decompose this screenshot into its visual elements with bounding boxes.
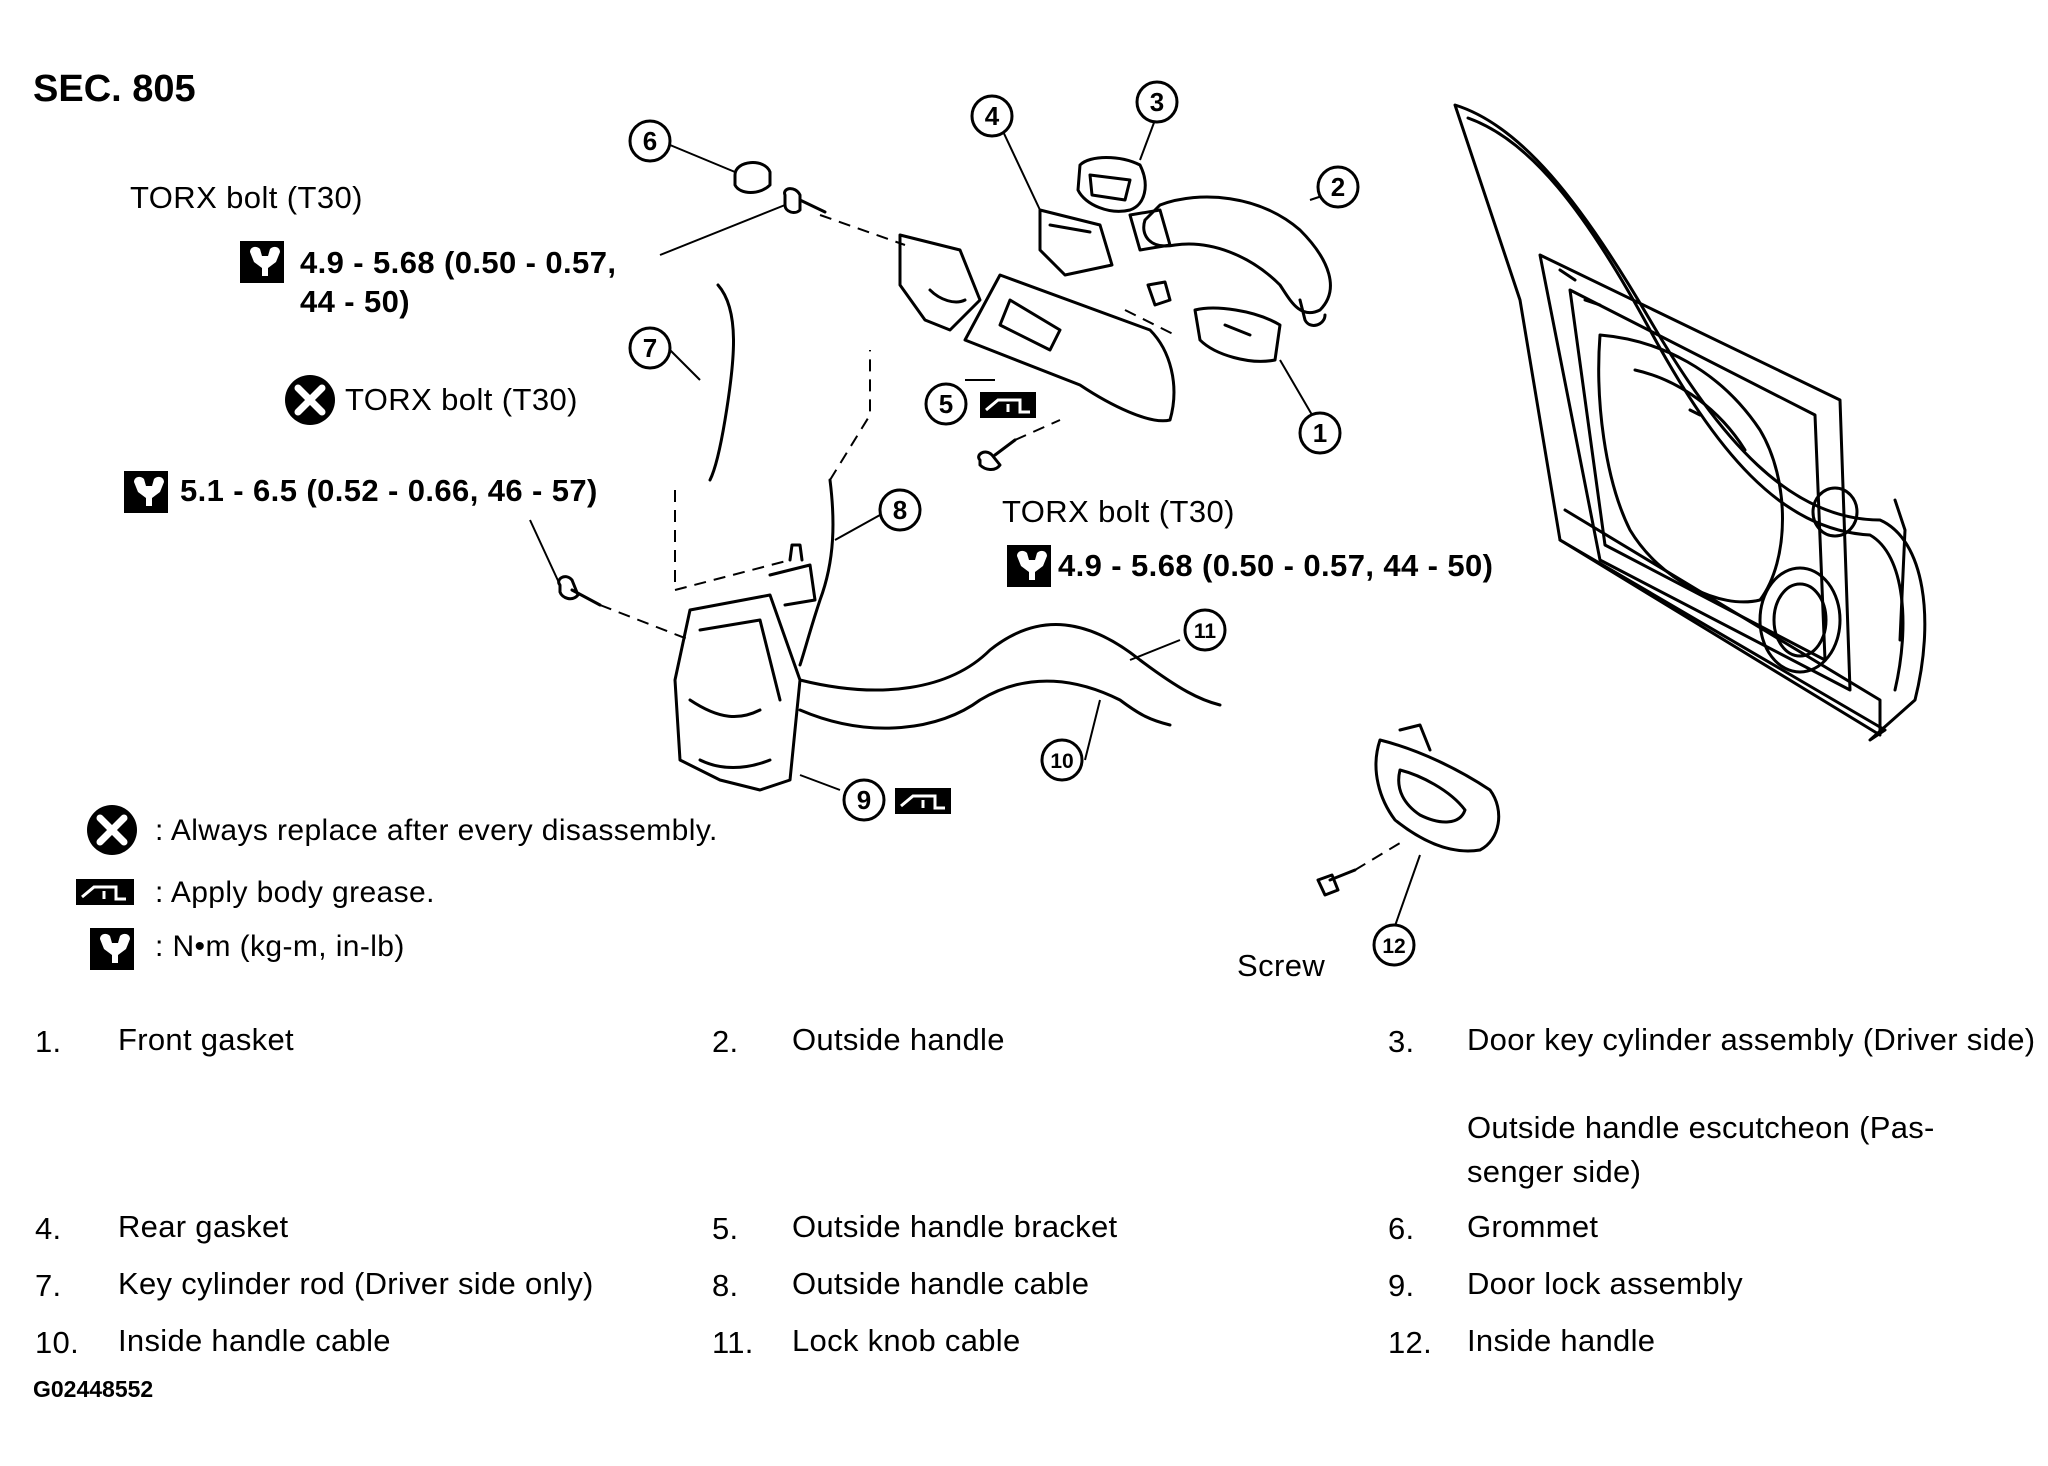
- part-6-number: 6.: [1388, 1211, 1415, 1246]
- part-number-12: 12: [1382, 935, 1405, 958]
- torque-lower-label: 5.1 - 6.5 (0.52 - 0.66, 46 - 57): [180, 473, 598, 508]
- replace-icon: [87, 805, 137, 855]
- torx-bolt-middle-label: TORX bolt (T30): [345, 382, 578, 417]
- door-lock-assembly: [673, 543, 817, 792]
- leader-3: [1139, 119, 1156, 161]
- leader-torque-upper: [659, 204, 786, 256]
- part-number-4: 4: [985, 101, 1000, 131]
- part-5-name: Outside handle bracket: [792, 1209, 1118, 1244]
- part-4-name: Rear gasket: [118, 1209, 289, 1244]
- part-number-1: 1: [1313, 418, 1327, 448]
- legend-torque-text: : N•m (kg-m, in-lb): [155, 930, 405, 963]
- front-gasket: [1193, 306, 1282, 363]
- part-11-number: 11.: [712, 1325, 754, 1360]
- part-1-number: 1.: [35, 1024, 62, 1059]
- part-3-name-alt: Outside handle escutcheon (Pas-senger si…: [1467, 1110, 1935, 1189]
- grease-icon: [980, 392, 1036, 418]
- part-7-name: Key cylinder rod (Driver side only): [118, 1266, 594, 1301]
- leader-1: [1279, 359, 1316, 421]
- key-cylinder: [1076, 156, 1147, 213]
- part-number-5: 5: [939, 389, 953, 419]
- part-number-11: 11: [1194, 620, 1217, 643]
- part-12-number: 12.: [1388, 1325, 1432, 1360]
- leader-8: [834, 514, 881, 541]
- grease-icon: [895, 788, 951, 814]
- part-number-2: 2: [1331, 172, 1345, 202]
- grease-icon: [76, 879, 134, 905]
- key-cylinder-rod: [708, 283, 735, 482]
- torx-bolt-upper: [783, 187, 827, 214]
- part-number-7: 7: [643, 333, 657, 363]
- part-7-number: 7.: [35, 1268, 62, 1303]
- part-8-name: Outside handle cable: [792, 1266, 1090, 1301]
- part-2-name: Outside handle: [792, 1022, 1005, 1057]
- part-9-name: Door lock assembly: [1467, 1266, 1743, 1301]
- legend-replace-text: : Always replace after every disassembly…: [155, 814, 718, 847]
- part-number-6: 6: [643, 126, 657, 156]
- bracket-bolt: [1146, 280, 1172, 307]
- torque-wrench-icon: [90, 928, 134, 970]
- part-number-10: 10: [1050, 750, 1073, 773]
- torque-upper-line1: 4.9 - 5.68 (0.50 - 0.57,: [300, 245, 617, 280]
- leader-4: [999, 124, 1041, 211]
- part-3-number: 3.: [1388, 1024, 1415, 1059]
- torx-bolt-lower: [557, 575, 602, 607]
- part-9-number: 9.: [1388, 1268, 1415, 1303]
- inside-handle: [1374, 723, 1501, 853]
- part-number-3: 3: [1150, 87, 1164, 117]
- section-label: SEC. 805: [33, 68, 196, 110]
- grommet: [733, 161, 772, 194]
- torque-wrench-icon: [124, 471, 168, 513]
- figure-code: G02448552: [33, 1376, 154, 1402]
- torx-bolt-right-label: TORX bolt (T30): [1002, 494, 1235, 529]
- part-3-name: Door key cylinder assembly (Driver side): [1467, 1022, 2036, 1057]
- door-panel-outline: [1453, 103, 1927, 742]
- part-10-number: 10.: [35, 1325, 79, 1360]
- torque-upper-line2: 44 - 50): [300, 284, 411, 319]
- outside-handle-cable: [798, 478, 835, 667]
- torque-wrench-icon: [1007, 545, 1051, 587]
- inside-handle-cable: [798, 679, 1172, 730]
- part-1-name: Front gasket: [118, 1022, 294, 1057]
- part-11-name: Lock knob cable: [792, 1323, 1021, 1358]
- screw-label: Screw: [1237, 948, 1326, 983]
- screw: [1316, 868, 1357, 897]
- outside-handle: [1128, 195, 1332, 327]
- torx-bolt-upper-label: TORX bolt (T30): [130, 180, 363, 215]
- torque-right-label: 4.9 - 5.68 (0.50 - 0.57, 44 - 50): [1058, 548, 1494, 583]
- part-number-labels: 1 2 3 4 5 6 7 8 9 10 11 12: [643, 87, 1406, 958]
- part-5-number: 5.: [712, 1211, 739, 1246]
- part-12-name: Inside handle: [1467, 1323, 1656, 1358]
- outside-handle-bracket: [898, 233, 1176, 423]
- part-6-name: Grommet: [1467, 1209, 1599, 1244]
- leader-7: [669, 349, 701, 381]
- torx-bolt-right: [977, 438, 1017, 471]
- part-number-8: 8: [893, 495, 907, 525]
- part-4-number: 4.: [35, 1211, 62, 1246]
- lock-knob-cable: [798, 623, 1222, 707]
- leader-10: [1084, 699, 1101, 761]
- leader-9: [799, 774, 841, 791]
- replace-icon: [285, 375, 335, 425]
- leader-11: [1129, 639, 1181, 661]
- part-10-name: Inside handle cable: [118, 1323, 391, 1358]
- leader-6: [669, 144, 736, 173]
- legend-grease-text: : Apply body grease.: [155, 876, 435, 909]
- torque-wrench-icon: [240, 241, 284, 283]
- rear-gasket: [1038, 208, 1114, 277]
- part-8-number: 8.: [712, 1268, 739, 1303]
- part-number-circles: [628, 80, 1416, 967]
- part-number-9: 9: [857, 785, 871, 815]
- part-2-number: 2.: [712, 1024, 739, 1059]
- leader-torque-lower: [529, 519, 561, 586]
